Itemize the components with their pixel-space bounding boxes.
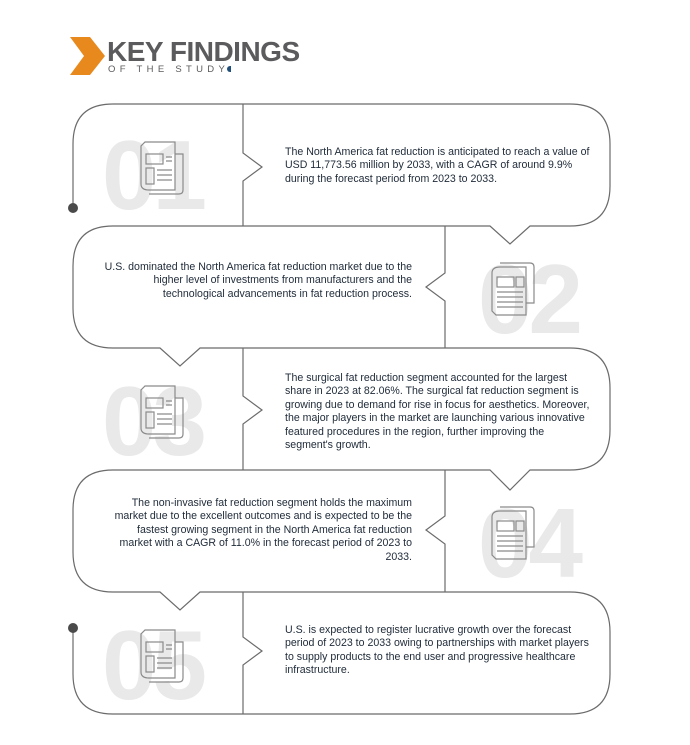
timeline-dot-end	[68, 623, 78, 633]
finding-text-4: The non-invasive fat reduction segment h…	[114, 497, 412, 563]
divider-5	[242, 592, 264, 714]
page-subtitle: OF THE STUDY	[108, 64, 232, 75]
finding-text-2: U.S. dominated the North America fat red…	[104, 261, 412, 300]
timeline-dot-start	[68, 203, 78, 213]
divider-2	[424, 226, 446, 348]
finding-number-2: 02	[478, 244, 583, 354]
newspaper-icon	[140, 141, 184, 195]
page-title: KEY FINDINGS	[107, 36, 300, 67]
divider-4	[424, 470, 446, 592]
finding-text-1: The North America fat reduction is antic…	[285, 146, 590, 185]
timeline-outline	[72, 103, 611, 715]
newspaper-icon	[140, 385, 184, 439]
newspaper-icon	[491, 506, 535, 560]
divider-3	[242, 348, 264, 470]
chevron-logo-icon	[70, 37, 105, 75]
finding-text-5: U.S. is expected to register lucrative g…	[285, 624, 589, 677]
finding-text-3: The surgical fat reduction segment accou…	[285, 372, 590, 452]
newspaper-icon	[491, 262, 535, 316]
finding-number-4: 04	[478, 488, 583, 598]
divider-1	[242, 104, 264, 226]
newspaper-icon	[140, 629, 184, 683]
dot-icon	[227, 66, 232, 73]
